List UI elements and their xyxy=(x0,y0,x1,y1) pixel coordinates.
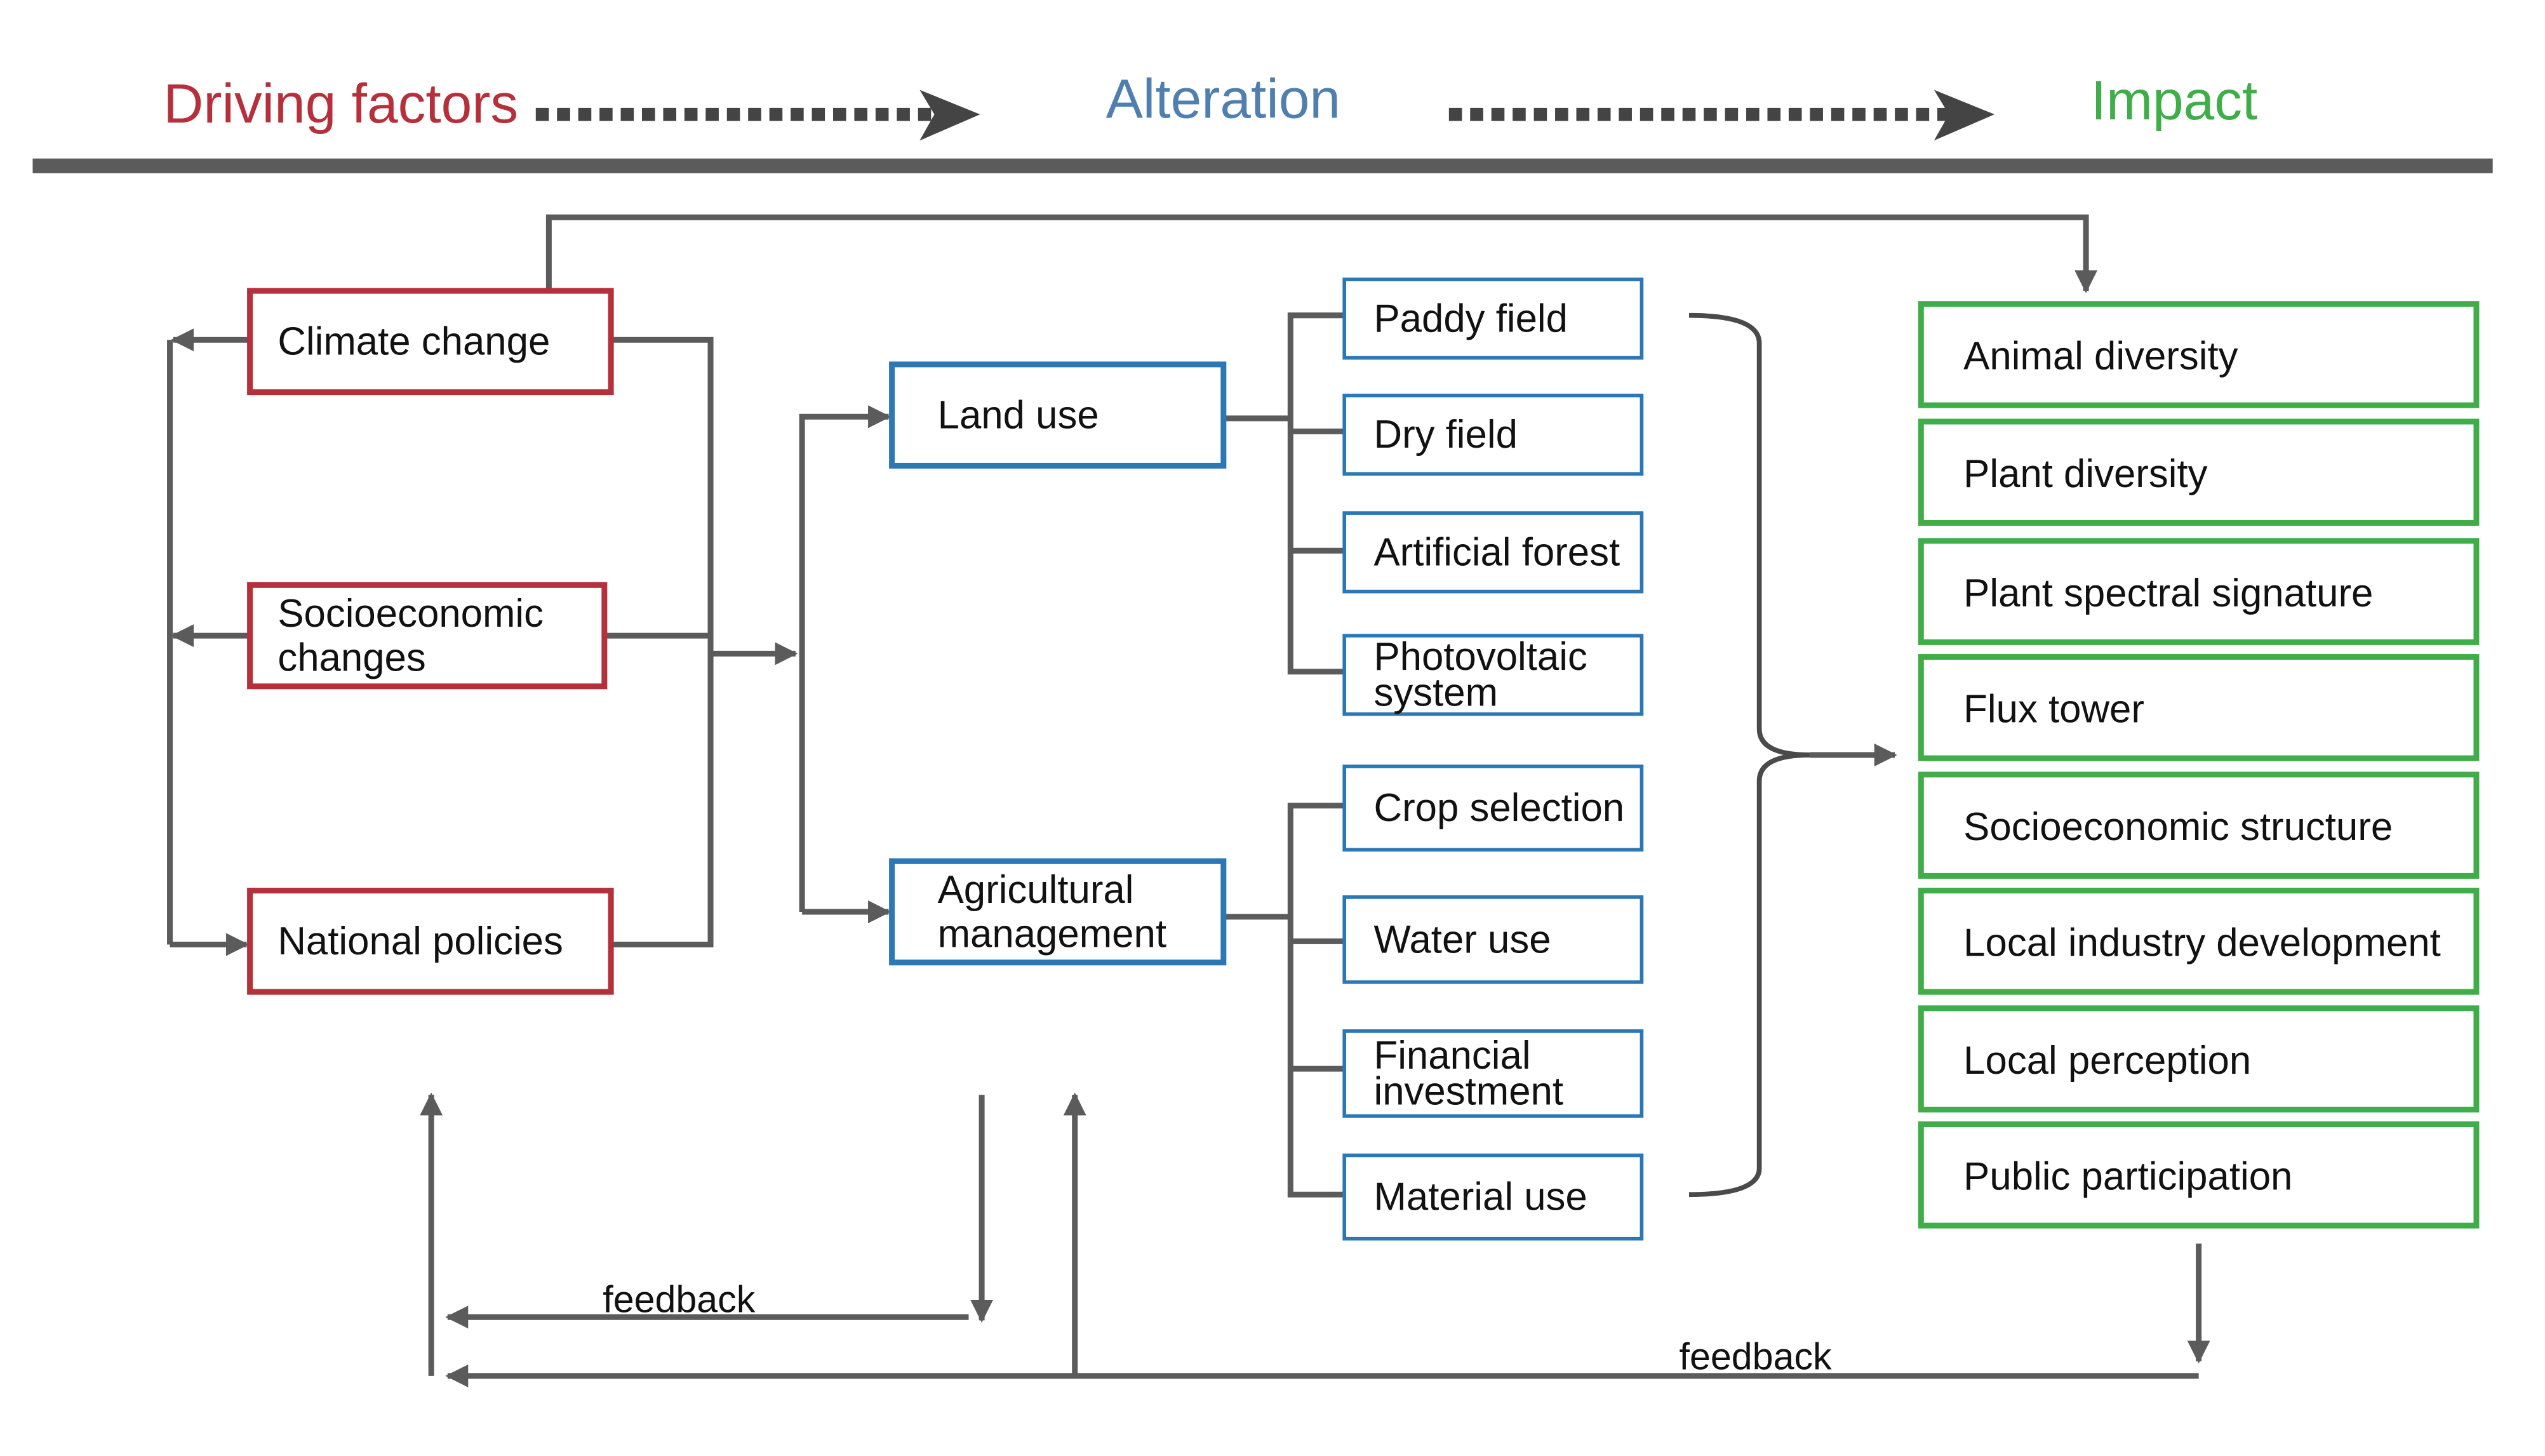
label-financial-investment-line-1: Financial xyxy=(1373,1034,1530,1078)
climate-to-impact-connector xyxy=(545,214,2098,293)
outer-feedback-label: feedback xyxy=(1680,1335,1832,1378)
label-local-perception: Local perception xyxy=(1963,1039,2251,1083)
box-local-industry-development: Local industry development xyxy=(1918,888,2480,995)
label-socioeconomic-changes-line-1: Socioeconomic xyxy=(277,592,544,636)
driving-factors-group: Climate changeSocioeconomicchangesNation… xyxy=(247,288,614,995)
label-dry-field: Dry field xyxy=(1373,413,1517,457)
label-agricultural-management-line-1: Agricultural xyxy=(938,868,1134,912)
label-water-use: Water use xyxy=(1373,918,1551,961)
label-photovoltaic-system-line-1: Photovoltaic xyxy=(1373,635,1587,679)
label-animal-diversity: Animal diversity xyxy=(1963,335,2238,378)
label-crop-selection: Crop selection xyxy=(1373,786,1624,830)
label-socioeconomic-structure: Socioeconomic structure xyxy=(1963,805,2393,849)
box-public-participation: Public participation xyxy=(1918,1121,2480,1229)
box-frame-national-policies xyxy=(247,888,614,995)
box-artificial-forest: Artificial forest xyxy=(1342,511,1644,594)
box-socioeconomic-structure: Socioeconomic structure xyxy=(1918,771,2480,879)
header-alteration: Alteration xyxy=(1106,67,1340,130)
box-frame-socioeconomic-structure xyxy=(1918,771,2480,879)
label-agricultural-management-line-2: management xyxy=(938,912,1166,956)
box-frame-artificial-forest xyxy=(1342,511,1644,594)
box-frame-animal-diversity xyxy=(1918,301,2480,408)
box-paddy-field: Paddy field xyxy=(1342,277,1644,360)
box-frame-climate-change xyxy=(247,288,614,396)
box-material-use: Material use xyxy=(1342,1153,1644,1241)
box-plant-diversity: Plant diversity xyxy=(1918,418,2480,526)
box-frame-plant-spectral-signature xyxy=(1918,538,2480,645)
land-use-bracket xyxy=(1287,312,1345,675)
box-frame-material-use xyxy=(1342,1153,1644,1241)
label-climate-change: Climate change xyxy=(277,319,550,363)
box-local-perception: Local perception xyxy=(1918,1005,2480,1112)
box-frame-public-participation xyxy=(1918,1121,2480,1229)
header-impact: Impact xyxy=(2091,69,2257,131)
box-frame-local-industry-development xyxy=(1918,888,2480,995)
box-frame-dry-field xyxy=(1342,393,1644,476)
box-flux-tower: Flux tower xyxy=(1918,654,2480,761)
label-paddy-field: Paddy field xyxy=(1373,297,1567,340)
box-dry-field: Dry field xyxy=(1342,393,1644,476)
header-arrowhead-2 xyxy=(1934,90,1995,141)
label-financial-investment-line-2: investment xyxy=(1373,1070,1563,1114)
to-land-use-arrow xyxy=(799,405,892,912)
header-divider xyxy=(32,158,2493,173)
label-socioeconomic-changes-line-2: changes xyxy=(277,636,425,679)
label-land-use: Land use xyxy=(938,393,1099,437)
header-driving-factors: Driving factors xyxy=(163,72,518,135)
label-public-participation: Public participation xyxy=(1963,1155,2292,1199)
driver-merge-line xyxy=(611,337,714,947)
label-photovoltaic-system-line-2: system xyxy=(1373,671,1498,715)
box-frame-local-perception xyxy=(1918,1005,2480,1112)
label-national-policies: National policies xyxy=(277,919,563,963)
box-animal-diversity: Animal diversity xyxy=(1918,301,2480,408)
box-frame-photovoltaic-system xyxy=(1342,634,1644,716)
label-plant-spectral-signature: Plant spectral signature xyxy=(1963,571,2373,615)
connectors xyxy=(167,214,2210,1387)
box-frame-flux-tower xyxy=(1918,654,2480,761)
management-bracket xyxy=(1287,803,1345,1198)
box-frame-financial-investment xyxy=(1342,1029,1644,1118)
box-plant-spectral-signature: Plant spectral signature xyxy=(1918,538,2480,645)
box-frame-agricultural-management xyxy=(889,858,1227,966)
label-local-industry-development: Local industry development xyxy=(1963,921,2441,965)
box-frame-plant-diversity xyxy=(1918,418,2480,526)
box-water-use: Water use xyxy=(1342,895,1644,984)
label-material-use: Material use xyxy=(1373,1175,1587,1219)
inner-feedback-label: feedback xyxy=(603,1278,755,1321)
header-arrowhead-1 xyxy=(919,90,980,141)
label-artificial-forest: Artificial forest xyxy=(1373,530,1620,574)
box-land-use: Land use xyxy=(889,361,1227,469)
box-frame-land-use xyxy=(889,361,1227,469)
box-frame-socioeconomic-changes xyxy=(247,582,608,690)
box-crop-selection: Crop selection xyxy=(1342,765,1644,852)
label-plant-diversity: Plant diversity xyxy=(1963,452,2207,496)
header: Driving factors Alteration Impact xyxy=(32,67,2493,173)
box-frame-water-use xyxy=(1342,895,1644,984)
box-frame-crop-selection xyxy=(1342,765,1644,852)
box-frame-paddy-field xyxy=(1342,277,1644,360)
box-climate-change: Climate change xyxy=(247,288,614,396)
curly-brace xyxy=(1688,312,1810,1198)
box-national-policies: National policies xyxy=(247,888,614,995)
label-flux-tower: Flux tower xyxy=(1963,687,2144,731)
